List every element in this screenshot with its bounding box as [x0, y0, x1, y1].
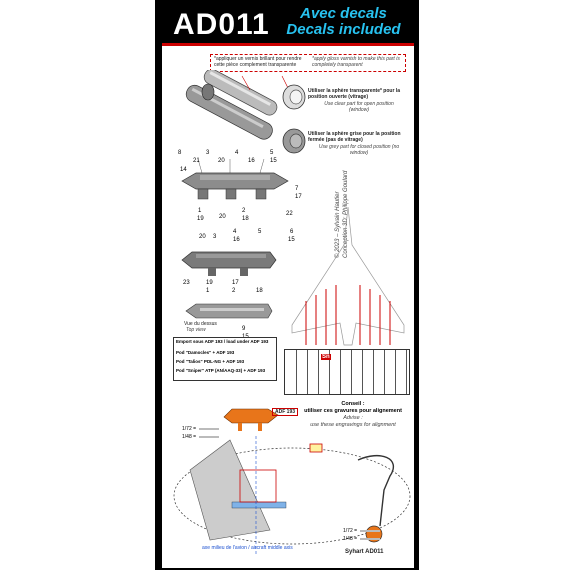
- part-number: 5: [258, 229, 262, 235]
- part-number: 5: [270, 150, 274, 156]
- advice-en-text: use these engravings for alignment: [310, 422, 396, 428]
- alignment-advice: Conseil : utiliser ces gravures pour ali…: [293, 401, 413, 429]
- part-number: 17: [295, 194, 302, 200]
- clear-sphere-note-en: Use clear part for open position (window…: [324, 101, 394, 113]
- aircraft-axis-label: axe milieu de l'avion / aircraft middle …: [202, 545, 293, 551]
- decals-fr-label: Avec decals: [300, 5, 387, 22]
- part-number: 20: [199, 234, 206, 240]
- part-number: 15: [270, 158, 277, 164]
- scale-1-48-bottom: 1/48 =: [343, 536, 381, 542]
- part-number: 4: [233, 229, 237, 235]
- table-highlight-cell: Sn: [321, 354, 331, 360]
- part-number: 20: [219, 214, 226, 220]
- top-view-pod: [185, 303, 273, 319]
- scale-1-72-bottom: 1/72 =: [343, 528, 381, 534]
- scale-1-72-top: 1/72 =: [182, 426, 220, 432]
- part-number: 19: [206, 280, 213, 286]
- aircraft-planform: [291, 206, 405, 346]
- product-code: AD011: [173, 8, 270, 41]
- part-number: 9: [242, 326, 246, 332]
- part-number: 18: [256, 288, 263, 294]
- part-number: 3: [213, 234, 217, 240]
- part-number: 4: [235, 150, 239, 156]
- pylon-tag: ADF 193: [272, 408, 299, 416]
- part-number: 1: [206, 288, 210, 294]
- pod-legend: Emport sous ADF 193 / load under ADF 193…: [173, 337, 277, 381]
- part-number: 23: [183, 280, 190, 286]
- legend-title: Emport sous ADF 193 / load under ADF 193: [176, 339, 269, 344]
- part-number: 19: [197, 216, 204, 222]
- pylon-assembly-2: [181, 251, 277, 276]
- part-number: 3: [206, 150, 210, 156]
- top-view-label-fr: Vue du dessus: [184, 321, 217, 327]
- legend-row: Pod "Damocles" + ADF 193: [176, 350, 235, 355]
- part-number: 14: [180, 167, 187, 173]
- part-number: 20: [218, 158, 225, 164]
- footer-brand: Syhart AD011: [345, 549, 384, 555]
- part-number: 16: [248, 158, 255, 164]
- decals-en-label: Decals included: [286, 21, 401, 38]
- scale-1-48-top: 1/48 =: [182, 434, 220, 440]
- part-number: 15: [288, 237, 295, 243]
- pod-parts-drawing: [185, 70, 291, 140]
- legend-row: Pod "Sniper" ATP (AN/AAQ-33) + ADF 193: [176, 368, 266, 373]
- advice-en-title: Advise :: [343, 415, 363, 421]
- advice-fr-text: utiliser ces gravures pour alignement: [304, 408, 402, 414]
- pod-upper: [203, 70, 278, 116]
- part-number: 18: [242, 216, 249, 222]
- part-number: 22: [286, 211, 293, 217]
- part-number: 16: [233, 237, 240, 243]
- part-number: 6: [290, 229, 294, 235]
- gloss-note-fr: *appliquer un vernis brillant pour rendr…: [214, 56, 302, 68]
- advice-fr-title: Conseil :: [341, 401, 365, 407]
- grey-sphere-icon: [282, 128, 306, 154]
- part-number: 8: [178, 150, 182, 156]
- gloss-note-box: [210, 54, 406, 72]
- part-number: 2: [232, 288, 236, 294]
- grey-sphere-note-en: Use grey part for closed position (no wi…: [318, 144, 400, 156]
- grey-sphere-note-fr: Utiliser la sphère grise pour la positio…: [308, 131, 401, 143]
- legend-row: Pod "Talios" PDL-NG + ADF 193: [176, 359, 245, 364]
- part-number: 21: [193, 158, 200, 164]
- part-number: 17: [232, 280, 239, 286]
- top-view-label-en: Top view: [186, 327, 206, 333]
- part-number: 2: [242, 208, 246, 214]
- loadout-table: Sn: [284, 349, 410, 395]
- clear-sphere-icon: [282, 84, 306, 110]
- clear-sphere-note-fr: Utiliser la sphère transparente* pour la…: [308, 88, 400, 100]
- pylon-assembly-1: [181, 158, 289, 200]
- part-number: 1: [198, 208, 202, 214]
- gloss-note-en: *apply gloss varnish to make this part i…: [312, 56, 400, 68]
- part-number: 7: [295, 186, 299, 192]
